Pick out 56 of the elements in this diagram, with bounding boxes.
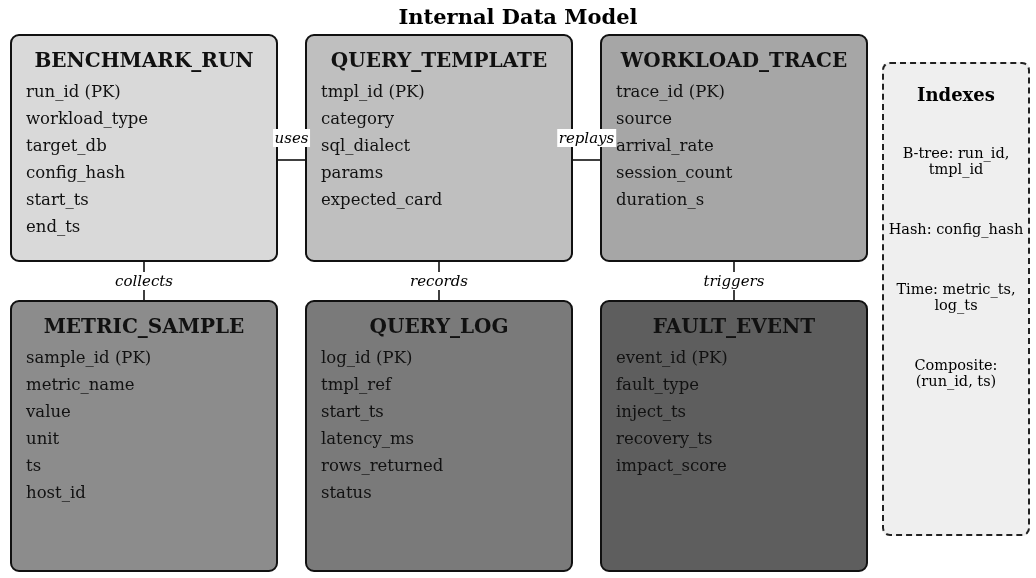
field-name: rows_returned — [321, 455, 445, 477]
field-name: status — [321, 482, 373, 504]
field-name: unit — [26, 428, 61, 450]
connector-line — [572, 159, 601, 161]
field-name: ts — [26, 455, 43, 477]
edge-label: collects — [113, 272, 175, 290]
field-name: inject_ts — [616, 401, 687, 423]
entity-name: QUERY_TEMPLATE — [329, 48, 549, 72]
index-entry: B-tree: run_id, tmpl_id — [901, 145, 1011, 177]
field-name: category — [321, 108, 396, 130]
field-name: config_hash — [26, 162, 127, 184]
field-name: run_id (PK) — [26, 81, 122, 103]
field-name: tmpl_id (PK) — [321, 81, 426, 103]
field-name: params — [321, 162, 385, 184]
field-name: value — [26, 401, 72, 423]
field-name: expected_card — [321, 189, 444, 211]
entity-box — [600, 300, 868, 572]
field-name: host_id — [26, 482, 87, 504]
field-name: log_id (PK) — [321, 347, 414, 369]
field-name: workload_type — [26, 108, 150, 130]
edge-label: uses — [272, 129, 311, 147]
field-name: metric_name — [26, 374, 136, 396]
diagram-title: Internal Data Model — [398, 4, 638, 29]
index-entry: Hash: config_hash — [887, 221, 1025, 237]
field-name: duration_s — [616, 189, 706, 211]
field-name: event_id (PK) — [616, 347, 729, 369]
entity-name: WORKLOAD_TRACE — [619, 48, 849, 72]
field-name: start_ts — [321, 401, 385, 423]
edge-label: triggers — [701, 272, 767, 290]
field-name: arrival_rate — [616, 135, 715, 157]
field-name: sql_dialect — [321, 135, 412, 157]
field-name: session_count — [616, 162, 734, 184]
edge-label: replays — [556, 129, 617, 147]
field-name: recovery_ts — [616, 428, 714, 450]
entity-name: BENCHMARK_RUN — [33, 48, 255, 72]
entity-box — [305, 300, 573, 572]
field-name: trace_id (PK) — [616, 81, 726, 103]
field-name: end_ts — [26, 216, 82, 238]
panel-heading: Indexes — [917, 84, 995, 105]
edge-label: records — [408, 272, 470, 290]
field-name: sample_id (PK) — [26, 347, 153, 369]
entity-name: FAULT_EVENT — [651, 314, 817, 338]
index-entry: Time: metric_ts, log_ts — [895, 281, 1017, 313]
index-entry: Composite: (run_id, ts) — [913, 357, 999, 389]
index-panel — [882, 62, 1030, 536]
entity-name: METRIC_SAMPLE — [42, 314, 246, 338]
entity-name: QUERY_LOG — [368, 314, 510, 338]
field-name: tmpl_ref — [321, 374, 393, 396]
field-name: impact_score — [616, 455, 728, 477]
field-name: fault_type — [616, 374, 700, 396]
connector-line — [277, 159, 306, 161]
field-name: latency_ms — [321, 428, 416, 450]
field-name: start_ts — [26, 189, 90, 211]
field-name: target_db — [26, 135, 108, 157]
field-name: source — [616, 108, 673, 130]
entity-box — [10, 300, 278, 572]
